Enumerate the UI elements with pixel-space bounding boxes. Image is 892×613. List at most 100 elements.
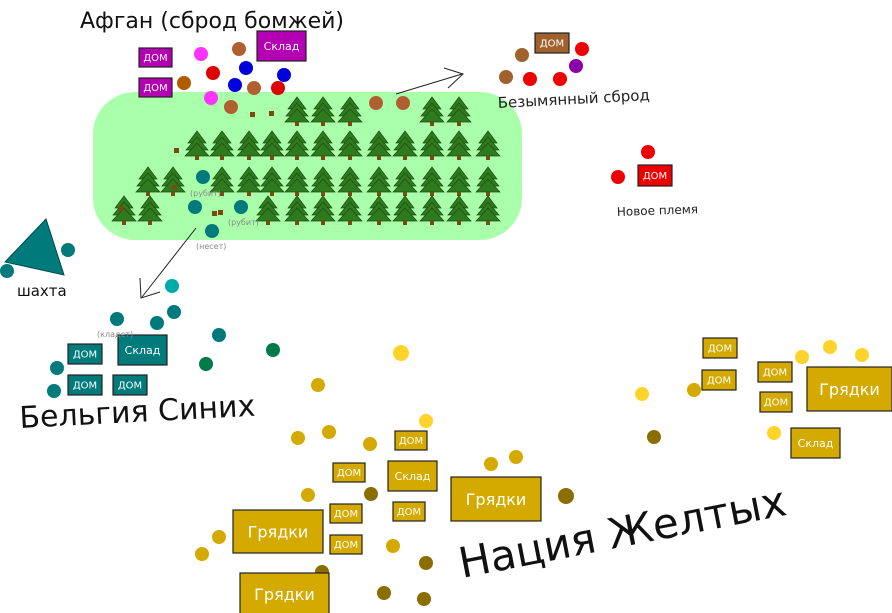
yellow-resource-circle-light (393, 345, 409, 361)
population-dot (199, 357, 213, 371)
pine-tree-icon (310, 130, 336, 160)
stump-icon (250, 112, 255, 117)
population-dot (239, 61, 253, 75)
stump-icon (269, 111, 274, 116)
pine-tree-icon (137, 195, 163, 225)
house-building: ДОМ (701, 369, 737, 391)
population-dot (110, 312, 124, 326)
building-label: ДОМ (334, 540, 358, 551)
population-dot (61, 243, 75, 257)
population-dot (855, 348, 869, 362)
pine-tree-icon (337, 195, 363, 225)
pine-tree-icon (366, 166, 392, 196)
garden-beds: Грядки (450, 476, 542, 522)
population-dot (150, 316, 164, 330)
population-dot (228, 78, 242, 92)
pine-tree-icon (284, 166, 310, 196)
population-dot (369, 96, 383, 110)
garden-beds: Грядки (806, 366, 892, 412)
population-dot (363, 437, 377, 451)
population-dot (194, 47, 208, 61)
building-label: ДОМ (540, 39, 564, 50)
pine-tree-icon (184, 130, 210, 160)
population-dot (575, 42, 589, 56)
population-dot (419, 414, 433, 428)
pine-tree-icon (255, 195, 281, 225)
stump-icon (119, 206, 124, 211)
house-building: ДОМ (112, 374, 148, 396)
building-label: ДОМ (399, 436, 423, 447)
population-dot (212, 328, 226, 342)
building-label: ДОМ (763, 368, 787, 379)
warehouse-building: Склад (387, 460, 438, 492)
population-dot (553, 72, 567, 86)
population-dots (0, 42, 869, 606)
pine-tree-icon (366, 130, 392, 160)
population-dot (0, 264, 14, 278)
population-dot (204, 91, 218, 105)
pine-tree-icon (392, 130, 418, 160)
building-label: ДОМ (118, 381, 142, 392)
building-label: Грядки (254, 585, 315, 604)
warehouse-building: Склад (790, 427, 841, 459)
population-dot (569, 59, 583, 73)
population-dot (247, 81, 261, 95)
house-building: ДОМ (757, 361, 793, 383)
pine-tree-icon (284, 96, 310, 126)
pine-tree-icon (259, 130, 285, 160)
pine-tree-icon (419, 195, 445, 225)
note-nesyot: (несет) (196, 242, 226, 251)
pine-tree-icon (259, 166, 285, 196)
house-building: ДОМ (67, 374, 103, 396)
population-dot (611, 170, 625, 184)
building-label: ДОМ (707, 376, 731, 387)
population-dot (499, 70, 513, 84)
yellow-resource-circle (558, 488, 574, 504)
population-dot (234, 200, 248, 214)
house-building: ДОМ (392, 501, 426, 522)
population-dot (311, 378, 325, 392)
nameless-label: Безымянный сброд (497, 86, 650, 112)
pine-tree-icon (475, 166, 501, 196)
pine-tree-icon (111, 195, 137, 225)
building-label: ДОМ (708, 344, 732, 355)
warehouse-building: Склад (117, 334, 168, 366)
stumps (119, 111, 274, 216)
arrow-to-nameless (395, 67, 464, 95)
population-dot (47, 384, 61, 398)
pine-tree-icon (337, 166, 363, 196)
population-dot (687, 383, 701, 397)
population-dot (271, 81, 285, 95)
population-dot (277, 68, 291, 82)
population-dot (50, 361, 64, 375)
house-building: ДОМ (329, 503, 363, 524)
new-tribe-label: Новое племя (617, 202, 699, 219)
house-building: ДОМ (138, 77, 173, 98)
building-label: ДОМ (334, 509, 358, 520)
population-dot (795, 350, 809, 364)
pine-tree-icon (446, 130, 472, 160)
house-building: ДОМ (637, 164, 673, 187)
pine-tree-icon (419, 130, 445, 160)
population-dot (196, 170, 210, 184)
pine-tree-icon (310, 166, 336, 196)
building-label: Грядки (248, 522, 309, 541)
note-kladet: (кладет) (97, 330, 133, 339)
population-dot (195, 547, 209, 561)
population-dot (322, 425, 336, 439)
population-dot (417, 592, 431, 606)
building-label: Склад (125, 344, 161, 357)
stump-icon (218, 210, 223, 215)
note-rubit-1: (рубит) (190, 189, 221, 198)
building-label: ДОМ (397, 507, 421, 518)
house-building: ДОМ (67, 343, 103, 365)
population-dot (212, 530, 226, 544)
pine-tree-icon (446, 195, 472, 225)
pine-tree-icon (419, 166, 445, 196)
pine-tree-icon (419, 96, 445, 126)
stump-icon (174, 148, 179, 153)
pine-tree-icon (392, 166, 418, 196)
house-building: ДОМ (138, 47, 173, 68)
